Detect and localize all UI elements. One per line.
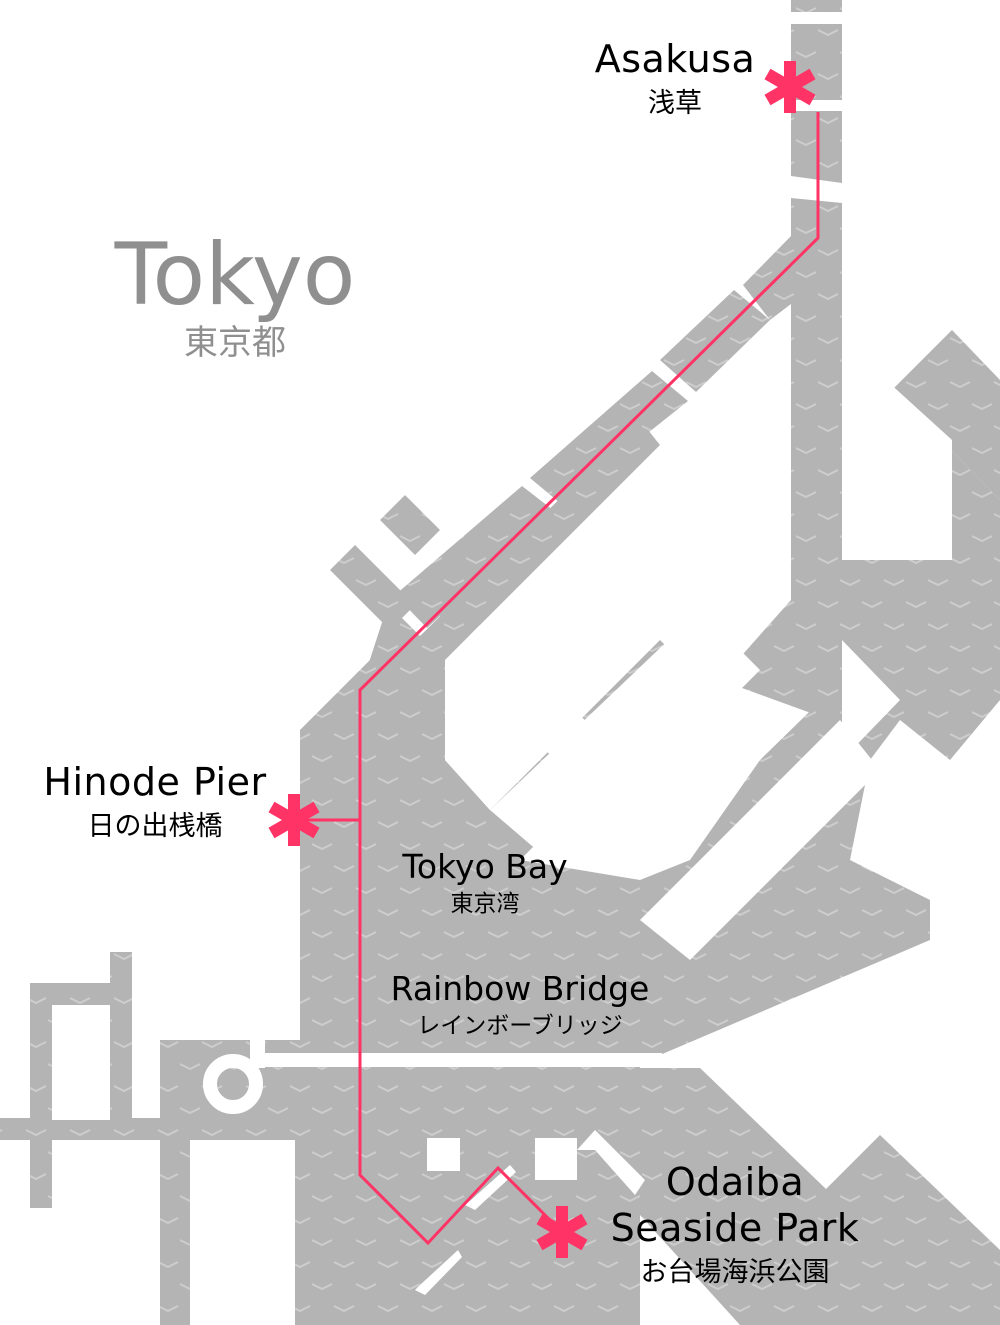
stop-label-hinode-pier[interactable]: Hinode Pier 日の出桟橋 <box>20 763 290 840</box>
land-cutouts <box>52 340 952 1325</box>
bridge-name-ja: レインボーブリッジ <box>417 1013 623 1039</box>
asterisk-icon[interactable] <box>764 61 816 113</box>
stop-label-odaiba-seaside-park[interactable]: Odaiba Seaside Park お台場海浜公園 <box>590 1163 880 1286</box>
ferry-route-line <box>358 112 820 1246</box>
stop-name-en: Hinode Pier <box>43 760 267 804</box>
stop-name-en-line1: Odaiba <box>665 1160 805 1204</box>
stop-name-ja: お台場海浜公園 <box>640 1257 830 1288</box>
asterisk-icon[interactable] <box>268 794 320 846</box>
bridge-name-en: Rainbow Bridge <box>390 969 650 1008</box>
city-name-ja: 東京都 <box>184 323 286 363</box>
stop-label-asakusa[interactable]: Asakusa 浅草 <box>580 40 770 117</box>
asterisk-icon[interactable] <box>536 1206 588 1258</box>
stop-name-ja: 日の出桟橋 <box>87 811 223 842</box>
bridge-label-rainbow-bridge: Rainbow Bridge レインボーブリッジ <box>375 972 665 1038</box>
water-name-ja: 東京湾 <box>450 891 520 917</box>
city-label: Tokyo 東京都 <box>110 232 360 360</box>
stop-name-en-line2: Seaside Park <box>610 1206 860 1250</box>
bridge-road <box>203 1040 662 1114</box>
city-name-en: Tokyo <box>114 225 356 325</box>
water-name-en: Tokyo Bay <box>402 847 568 886</box>
stop-name-ja: 浅草 <box>648 88 702 119</box>
water-label-tokyo-bay: Tokyo Bay 東京湾 <box>380 850 590 916</box>
stop-name-en: Asakusa <box>594 37 756 81</box>
